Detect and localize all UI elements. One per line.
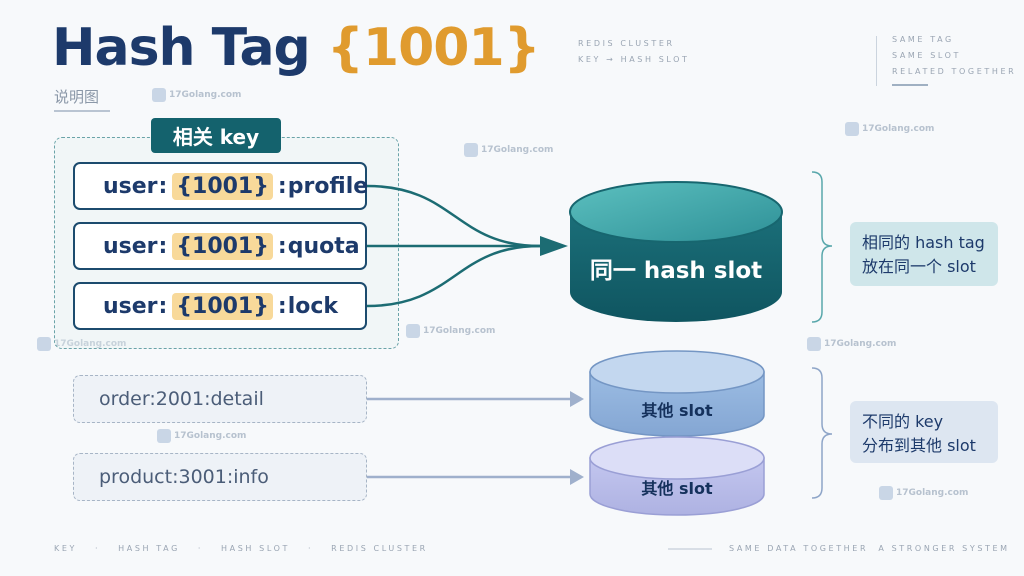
main-slot-cylinder-top xyxy=(569,181,783,243)
key-hash-tag: {1001} xyxy=(172,292,273,320)
key-suffix: profile xyxy=(287,173,369,199)
other-slot-label: 其他 slot xyxy=(641,401,713,420)
watermark-text: 17Golang.com xyxy=(423,326,496,336)
watermark-icon xyxy=(807,337,821,351)
key-separator: : xyxy=(277,293,287,319)
note-line: 放在同一个 slot xyxy=(862,257,976,276)
watermark-text: 17Golang.com xyxy=(174,431,247,441)
key-prefix: user xyxy=(103,173,158,199)
title-tag: {1001} xyxy=(326,18,541,78)
watermark-text: 17Golang.com xyxy=(862,124,935,134)
watermark: 17Golang.com xyxy=(807,337,896,351)
watermark-text: 17Golang.com xyxy=(481,145,554,155)
title-prefix: Hash Tag xyxy=(52,18,311,78)
same-tag-note: 相同的 hash tag 放在同一个 slot xyxy=(850,222,998,286)
footer-item: KEY xyxy=(54,544,77,553)
arrowhead xyxy=(570,469,584,485)
key-separator: : xyxy=(277,233,287,259)
watermark-icon xyxy=(879,486,893,500)
watermark-icon xyxy=(157,429,171,443)
watermark: 17Golang.com xyxy=(406,324,495,338)
key-separator: : xyxy=(158,293,168,319)
note-line: 相同的 hash tag xyxy=(862,233,985,252)
footer-separator: · xyxy=(197,544,204,553)
divider xyxy=(892,84,928,86)
key-prefix: user xyxy=(103,233,158,259)
watermark-icon xyxy=(37,337,51,351)
footer-left: KEY · HASH TAG · HASH SLOT · REDIS CLUST… xyxy=(54,541,428,557)
watermark-icon xyxy=(464,143,478,157)
key-hash-tag: {1001} xyxy=(172,172,273,200)
watermark-text: 17Golang.com xyxy=(169,90,242,100)
note-line: 不同的 key xyxy=(862,412,944,431)
footer-item: HASH TAG xyxy=(118,544,180,553)
other-slot-label: 其他 slot xyxy=(641,479,713,498)
watermark-text: 17Golang.com xyxy=(54,339,127,349)
watermark: 17Golang.com xyxy=(157,429,246,443)
footer-separator: · xyxy=(308,544,314,553)
other-key-text: product:3001:info xyxy=(99,466,269,488)
connector-line xyxy=(366,244,541,308)
different-key-note: 不同的 key 分布到其他 slot xyxy=(850,401,998,463)
watermark: 17Golang.com xyxy=(152,88,241,102)
key-hash-tag: {1001} xyxy=(172,232,273,260)
watermark-icon xyxy=(152,88,166,102)
caption-line: REDIS CLUSTER xyxy=(578,39,675,48)
footer-item: REDIS CLUSTER xyxy=(331,544,428,553)
key-separator: : xyxy=(158,233,168,259)
watermark-text: 17Golang.com xyxy=(896,488,969,498)
watermark-text: 17Golang.com xyxy=(824,339,897,349)
other-key-box: product:3001:info xyxy=(73,453,367,501)
key-separator: : xyxy=(158,173,168,199)
footer-separator: · xyxy=(95,544,101,553)
footer-item: HASH SLOT xyxy=(221,544,291,553)
subtitle-underline xyxy=(54,110,110,112)
watermark-icon xyxy=(845,122,859,136)
caption-line: SAME TAG xyxy=(892,35,954,44)
other-key-text: order:2001:detail xyxy=(99,388,264,410)
key-suffix: quota xyxy=(287,233,360,259)
connector-line xyxy=(366,184,541,248)
subtitle: 说明图 xyxy=(54,88,100,106)
watermark: 17Golang.com xyxy=(879,486,968,500)
key-prefix: user xyxy=(103,293,158,319)
caption-line: SAME SLOT xyxy=(892,51,962,60)
divider xyxy=(876,36,877,86)
group-label: 相关 key xyxy=(151,118,281,153)
other-slot-cylinder-top xyxy=(589,350,765,394)
brace xyxy=(811,367,833,499)
watermark-icon xyxy=(406,324,420,338)
key-separator: : xyxy=(277,173,287,199)
caption-line: KEY → HASH SLOT xyxy=(578,55,690,64)
other-key-box: order:2001:detail xyxy=(73,375,367,423)
watermark: 17Golang.com xyxy=(845,122,934,136)
related-key-box: user : {1001} : lock xyxy=(73,282,367,330)
other-slot-cylinder-top xyxy=(589,436,765,480)
watermark: 17Golang.com xyxy=(37,337,126,351)
main-slot-label: 同一 hash slot xyxy=(589,258,763,284)
main-slot-cylinder xyxy=(570,212,782,322)
brace xyxy=(811,171,833,323)
top-right-caption: SAME TAG SAME SLOT RELATED TOGETHER xyxy=(892,32,1016,80)
watermark: 17Golang.com xyxy=(464,143,553,157)
arrowhead xyxy=(540,236,568,256)
caption-line: RELATED TOGETHER xyxy=(892,67,1017,76)
related-key-box: user : {1001} : profile xyxy=(73,162,369,210)
arrowhead xyxy=(570,391,584,407)
top-center-caption: REDIS CLUSTER KEY → HASH SLOT xyxy=(578,36,690,68)
page-title: Hash Tag {1001} xyxy=(52,18,541,78)
footer-right: SAME DATA TOGETHER A STRONGER SYSTEM xyxy=(729,544,1010,553)
note-line: 分布到其他 slot xyxy=(862,436,976,455)
key-suffix: lock xyxy=(287,293,339,319)
related-key-box: user : {1001} : quota xyxy=(73,222,367,270)
